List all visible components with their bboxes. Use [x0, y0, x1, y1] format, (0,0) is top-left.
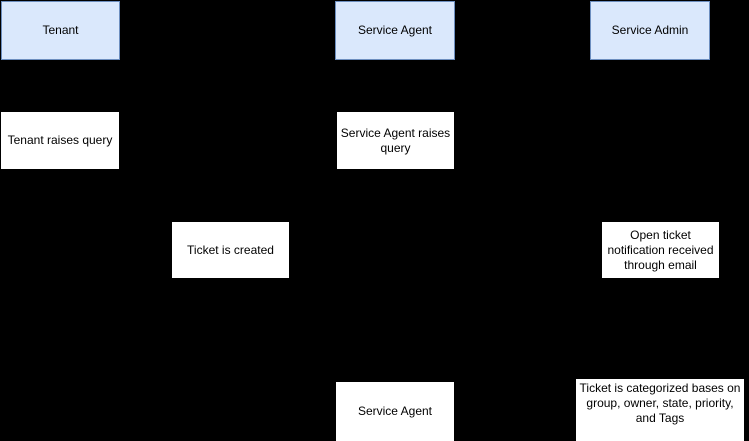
actor-box-service-admin: Service Admin: [590, 1, 710, 60]
step-label-ticket-categorized: Ticket is categorized bases on group, ow…: [579, 381, 741, 425]
step-label-tenant-raises-query: Tenant raises query: [7, 133, 113, 147]
actor-label-service-admin: Service Admin: [611, 23, 689, 37]
step-label-open-ticket-notification: Open ticket notification received throug…: [607, 227, 714, 272]
step-box-service-agent-raises-query: Service Agent raises query: [336, 111, 455, 170]
step-label-ticket-created: Ticket is created: [187, 242, 274, 257]
step-box-ticket-categorized: Ticket is categorized bases on group, ow…: [575, 378, 745, 441]
actor-box-tenant: Tenant: [1, 1, 120, 60]
actor-label-service-agent: Service Agent: [357, 23, 433, 37]
step-label-service-agent-raises-query: Service Agent raises query: [340, 125, 451, 155]
actor-box-service-agent: Service Agent: [335, 1, 455, 60]
step-label-service-agent: Service Agent: [357, 404, 433, 418]
step-box-tenant-raises-query: Tenant raises query: [0, 111, 120, 170]
actor-label-tenant: Tenant: [42, 23, 79, 37]
step-box-service-agent: Service Agent: [335, 381, 455, 441]
step-box-open-ticket-notification: Open ticket notification received throug…: [601, 221, 720, 279]
step-box-ticket-created: Ticket is created: [171, 221, 290, 279]
